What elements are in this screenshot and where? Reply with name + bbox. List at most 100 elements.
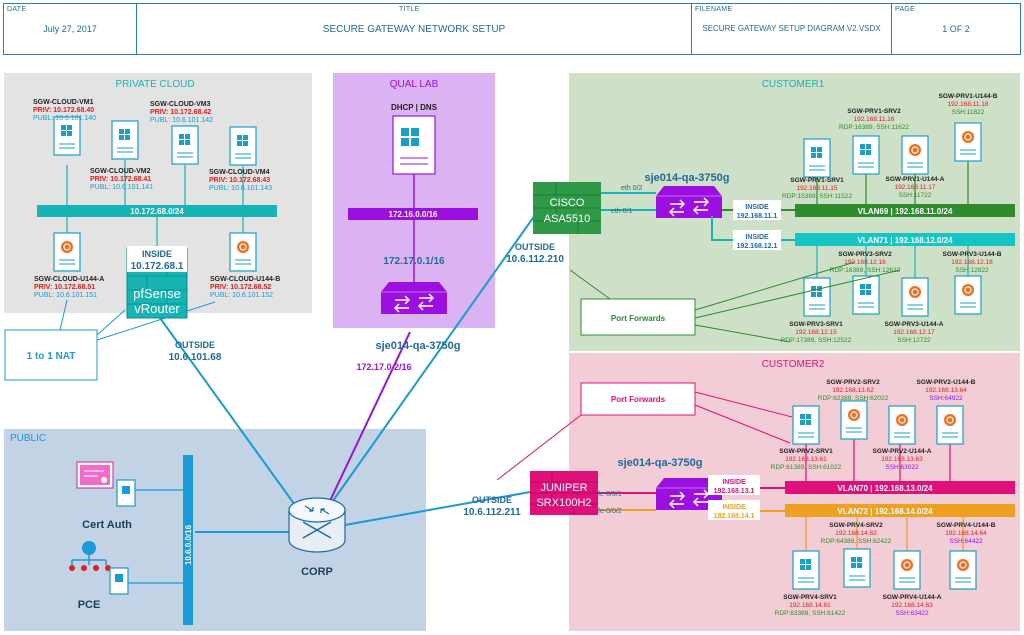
svg-text:SGW-PRV2-U144-A: SGW-PRV2-U144-A bbox=[873, 448, 932, 455]
eth-02-label: eth 0/2 bbox=[621, 185, 643, 192]
svg-text:SSH:63422: SSH:63422 bbox=[895, 610, 929, 617]
vm-publ-ip: PUBL: 10.6.101.142 bbox=[150, 117, 213, 124]
asa-label-line2: ASA5510 bbox=[544, 213, 590, 225]
public-subnet-bar bbox=[183, 455, 193, 625]
asa-outside-label: OUTSIDE bbox=[515, 242, 555, 252]
page-value: 1 OF 2 bbox=[942, 24, 970, 34]
juniper-srx-firewall[interactable]: JUNIPER SRX100H2 bbox=[530, 471, 598, 515]
vlan71-label: VLAN71 | 192.168.12.0/24 bbox=[857, 236, 953, 245]
svg-text:SGW-PRV2-U144-B: SGW-PRV2-U144-B bbox=[917, 379, 976, 386]
c2-port-forwards-label: Port Forwards bbox=[611, 395, 666, 404]
private-subnet-bar bbox=[37, 205, 277, 217]
vm-publ-ip: PUBL: 10.6.101.152 bbox=[210, 292, 273, 299]
corp-router-icon[interactable] bbox=[288, 497, 346, 553]
juniper-label-line2: SRX100H2 bbox=[536, 497, 591, 509]
juniper-outside-ip: 10.6.112.211 bbox=[463, 507, 521, 518]
router-label-line2: vRouter bbox=[134, 301, 180, 316]
link-corp-asa bbox=[329, 207, 541, 506]
ubuntu-server-icon bbox=[949, 550, 977, 590]
svg-text:RDP:64389, SSH:62422: RDP:64389, SSH:62422 bbox=[821, 538, 892, 545]
vm-name: SGW-CLOUD-U144-B bbox=[210, 276, 280, 283]
vlan72-bar bbox=[785, 504, 1015, 517]
vlan72-label: VLAN72 | 192.168.14.0/24 bbox=[837, 507, 933, 516]
svg-text:192.168.12.18: 192.168.12.18 bbox=[951, 259, 993, 266]
svg-text:192.168.12.16: 192.168.12.16 bbox=[844, 259, 886, 266]
corp-label: CORP bbox=[301, 566, 333, 578]
pce-icon bbox=[69, 541, 129, 595]
c2-port-forwards-box bbox=[580, 382, 696, 416]
qual-switch-icon[interactable] bbox=[380, 281, 448, 315]
svg-text:SGW-PRV3-SRV1: SGW-PRV3-SRV1 bbox=[789, 321, 843, 328]
vlan71-bar bbox=[795, 233, 1015, 246]
c2-inside-label: INSIDE bbox=[722, 479, 746, 486]
ubuntu-server-icon bbox=[840, 400, 868, 440]
windows-server-icon bbox=[111, 120, 139, 160]
ubuntu-server-icon bbox=[229, 232, 257, 272]
juniper-label-line1: JUNIPER bbox=[540, 482, 587, 494]
ubuntu-server-icon bbox=[901, 277, 929, 317]
vm-priv-ip: PRIV: 10.172.68.52 bbox=[210, 284, 271, 291]
vm-publ-ip: PUBL: 10.6.101.151 bbox=[34, 292, 97, 299]
svg-text:192.168.14.63: 192.168.14.63 bbox=[891, 602, 933, 609]
windows-server-icon bbox=[53, 116, 81, 156]
ubuntu-server-icon bbox=[901, 135, 929, 175]
nat-label: 1 to 1 NAT bbox=[27, 351, 76, 362]
eth-01-label: eth 0/1 bbox=[611, 208, 633, 215]
windows-server-icon bbox=[171, 125, 199, 165]
pfsense-outside-label: OUTSIDE bbox=[175, 340, 215, 350]
vm-priv-ip: PRIV: 10.172.68.42 bbox=[150, 109, 211, 116]
svg-text:SGW-PRV3-U144-B: SGW-PRV3-U144-B bbox=[943, 251, 1002, 258]
date-label: DATE bbox=[7, 6, 27, 13]
svg-text:SGW-PRV4-SRV1: SGW-PRV4-SRV1 bbox=[783, 594, 837, 601]
svg-text:192.168.13.64: 192.168.13.64 bbox=[925, 387, 967, 394]
corp-links bbox=[159, 207, 541, 533]
windows-server-icon bbox=[803, 138, 831, 178]
qual-switch-ip-top: 172.17.0.1/16 bbox=[383, 256, 445, 267]
c1-inside-ip-2: 192.168.12.1 bbox=[737, 243, 778, 250]
public-region bbox=[4, 429, 426, 631]
svg-text:192.168.13.63: 192.168.13.63 bbox=[881, 456, 923, 463]
qual-subnet-bar bbox=[348, 208, 478, 220]
ubuntu-server-icon bbox=[954, 122, 982, 162]
title-label: TITLE bbox=[399, 6, 420, 13]
page-label: PAGE bbox=[895, 6, 916, 13]
windows-server-icon bbox=[852, 275, 880, 315]
page-cell: PAGE 1 OF 2 bbox=[892, 4, 1020, 54]
svg-text:SGW-PRV4-U144-A: SGW-PRV4-U144-A bbox=[883, 594, 942, 601]
svg-text:192.168.12.15: 192.168.12.15 bbox=[795, 329, 837, 336]
private-subnet-label: 10.172.68.0/24 bbox=[130, 207, 184, 216]
c1-port-forward-arrows bbox=[569, 261, 901, 343]
asa-outside-ip: 10.6.112.210 bbox=[506, 254, 564, 265]
fe-002-label: fe-0/0/2 bbox=[598, 508, 622, 515]
svg-text:SGW-PRV1-SRV1: SGW-PRV1-SRV1 bbox=[790, 177, 844, 184]
svg-text:SSH:12722: SSH:12722 bbox=[897, 337, 931, 344]
vlan69-bar bbox=[795, 204, 1015, 217]
vm-name: SGW-CLOUD-VM3 bbox=[150, 101, 211, 108]
nat-arrows bbox=[59, 299, 216, 341]
svg-text:RDP:61389, SSH:61022: RDP:61389, SSH:61022 bbox=[771, 464, 842, 471]
pfsense-inside-ip: 10.172.68.1 bbox=[131, 261, 184, 272]
vlan70-label: VLAN70 | 192.168.13.0/24 bbox=[837, 484, 933, 493]
vm-publ-ip: PUBL: 10.6.101.140 bbox=[33, 115, 96, 122]
link-pfsense-corp bbox=[159, 317, 301, 513]
router-label-line1: pfSense bbox=[133, 286, 181, 301]
svg-text:RDP:62389, SSH:62022: RDP:62389, SSH:62022 bbox=[818, 395, 889, 402]
fe-001-label: fe-0/0/1 bbox=[598, 491, 622, 498]
dhcp-dns-server-icon bbox=[392, 115, 436, 175]
vm-name: SGW-CLOUD-VM4 bbox=[209, 169, 270, 176]
windows-server-icon bbox=[803, 277, 831, 317]
pce-label: PCE bbox=[78, 599, 101, 611]
customer1-switch-icon[interactable] bbox=[655, 185, 723, 219]
svg-text:RDP:15389, SSH:11522: RDP:15389, SSH:11522 bbox=[782, 193, 852, 200]
cert-auth-icon bbox=[76, 461, 136, 507]
title-value: SECURE GATEWAY NETWORK SETUP bbox=[322, 24, 506, 35]
svg-text:192.168.11.18: 192.168.11.18 bbox=[947, 101, 988, 108]
asa-label-line1: CISCO bbox=[550, 197, 585, 209]
cisco-asa-firewall[interactable]: CISCO ASA5510 bbox=[533, 182, 601, 234]
svg-text:SSH:11822: SSH:11822 bbox=[952, 109, 985, 116]
c2-inside-ip-1: 192.168.13.1 bbox=[714, 488, 755, 495]
customer1-server-labels: SGW-PRV1-SRV2 192.168.11.16 RDP:16389, S… bbox=[781, 93, 1002, 344]
public-subnet-label: 10.6.0.0/16 bbox=[184, 524, 193, 565]
svg-text:RDP:17389, SSH:12522: RDP:17389, SSH:12522 bbox=[781, 337, 852, 344]
